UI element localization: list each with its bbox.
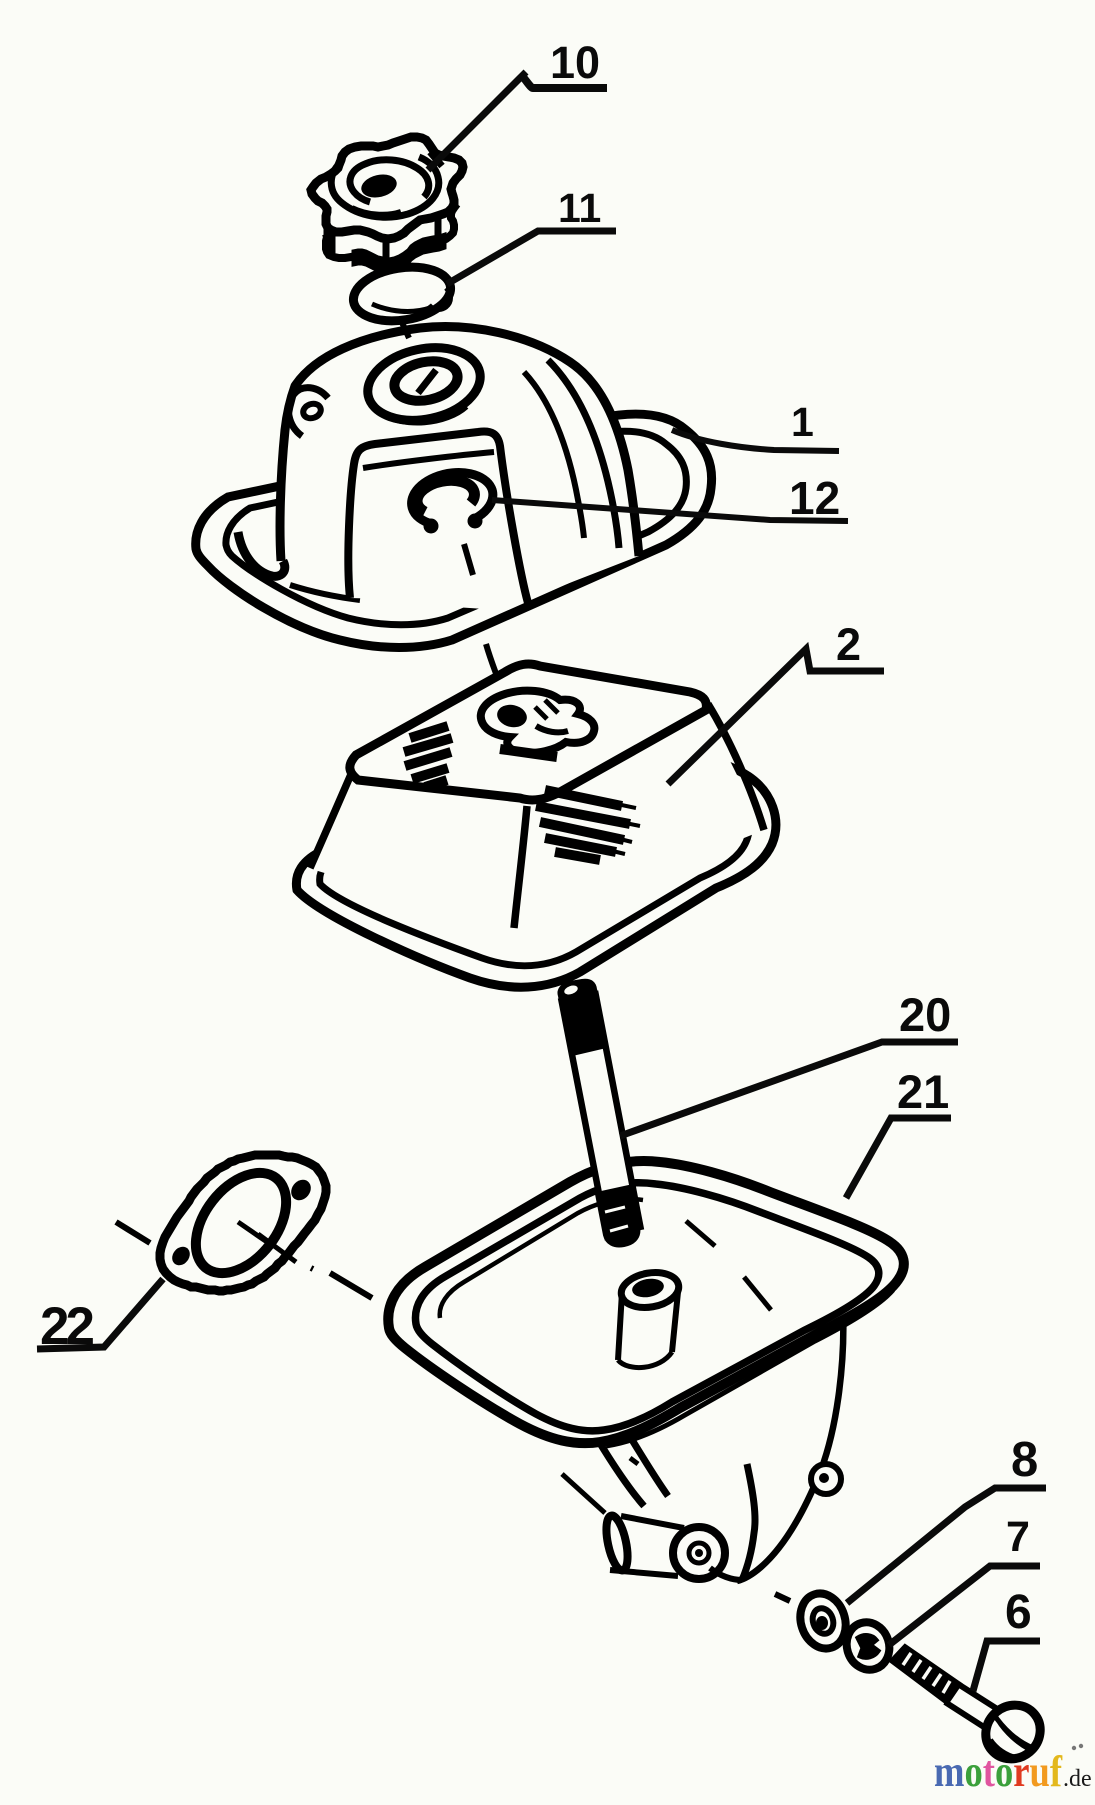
svg-text:.de: .de	[1063, 1766, 1092, 1792]
svg-text:motoruf: motoruf	[934, 1747, 1063, 1796]
svg-text:12: 12	[789, 472, 840, 524]
svg-text:7: 7	[1006, 1513, 1030, 1561]
svg-text:11: 11	[558, 185, 601, 231]
svg-text:8: 8	[1011, 1433, 1038, 1487]
svg-text:10: 10	[550, 37, 600, 88]
svg-text:22: 22	[40, 1297, 93, 1356]
svg-text:20: 20	[899, 988, 951, 1041]
svg-text:1: 1	[791, 399, 814, 445]
svg-text:2: 2	[836, 619, 861, 670]
svg-text:6: 6	[1005, 1586, 1032, 1639]
svg-text:21: 21	[897, 1065, 949, 1118]
